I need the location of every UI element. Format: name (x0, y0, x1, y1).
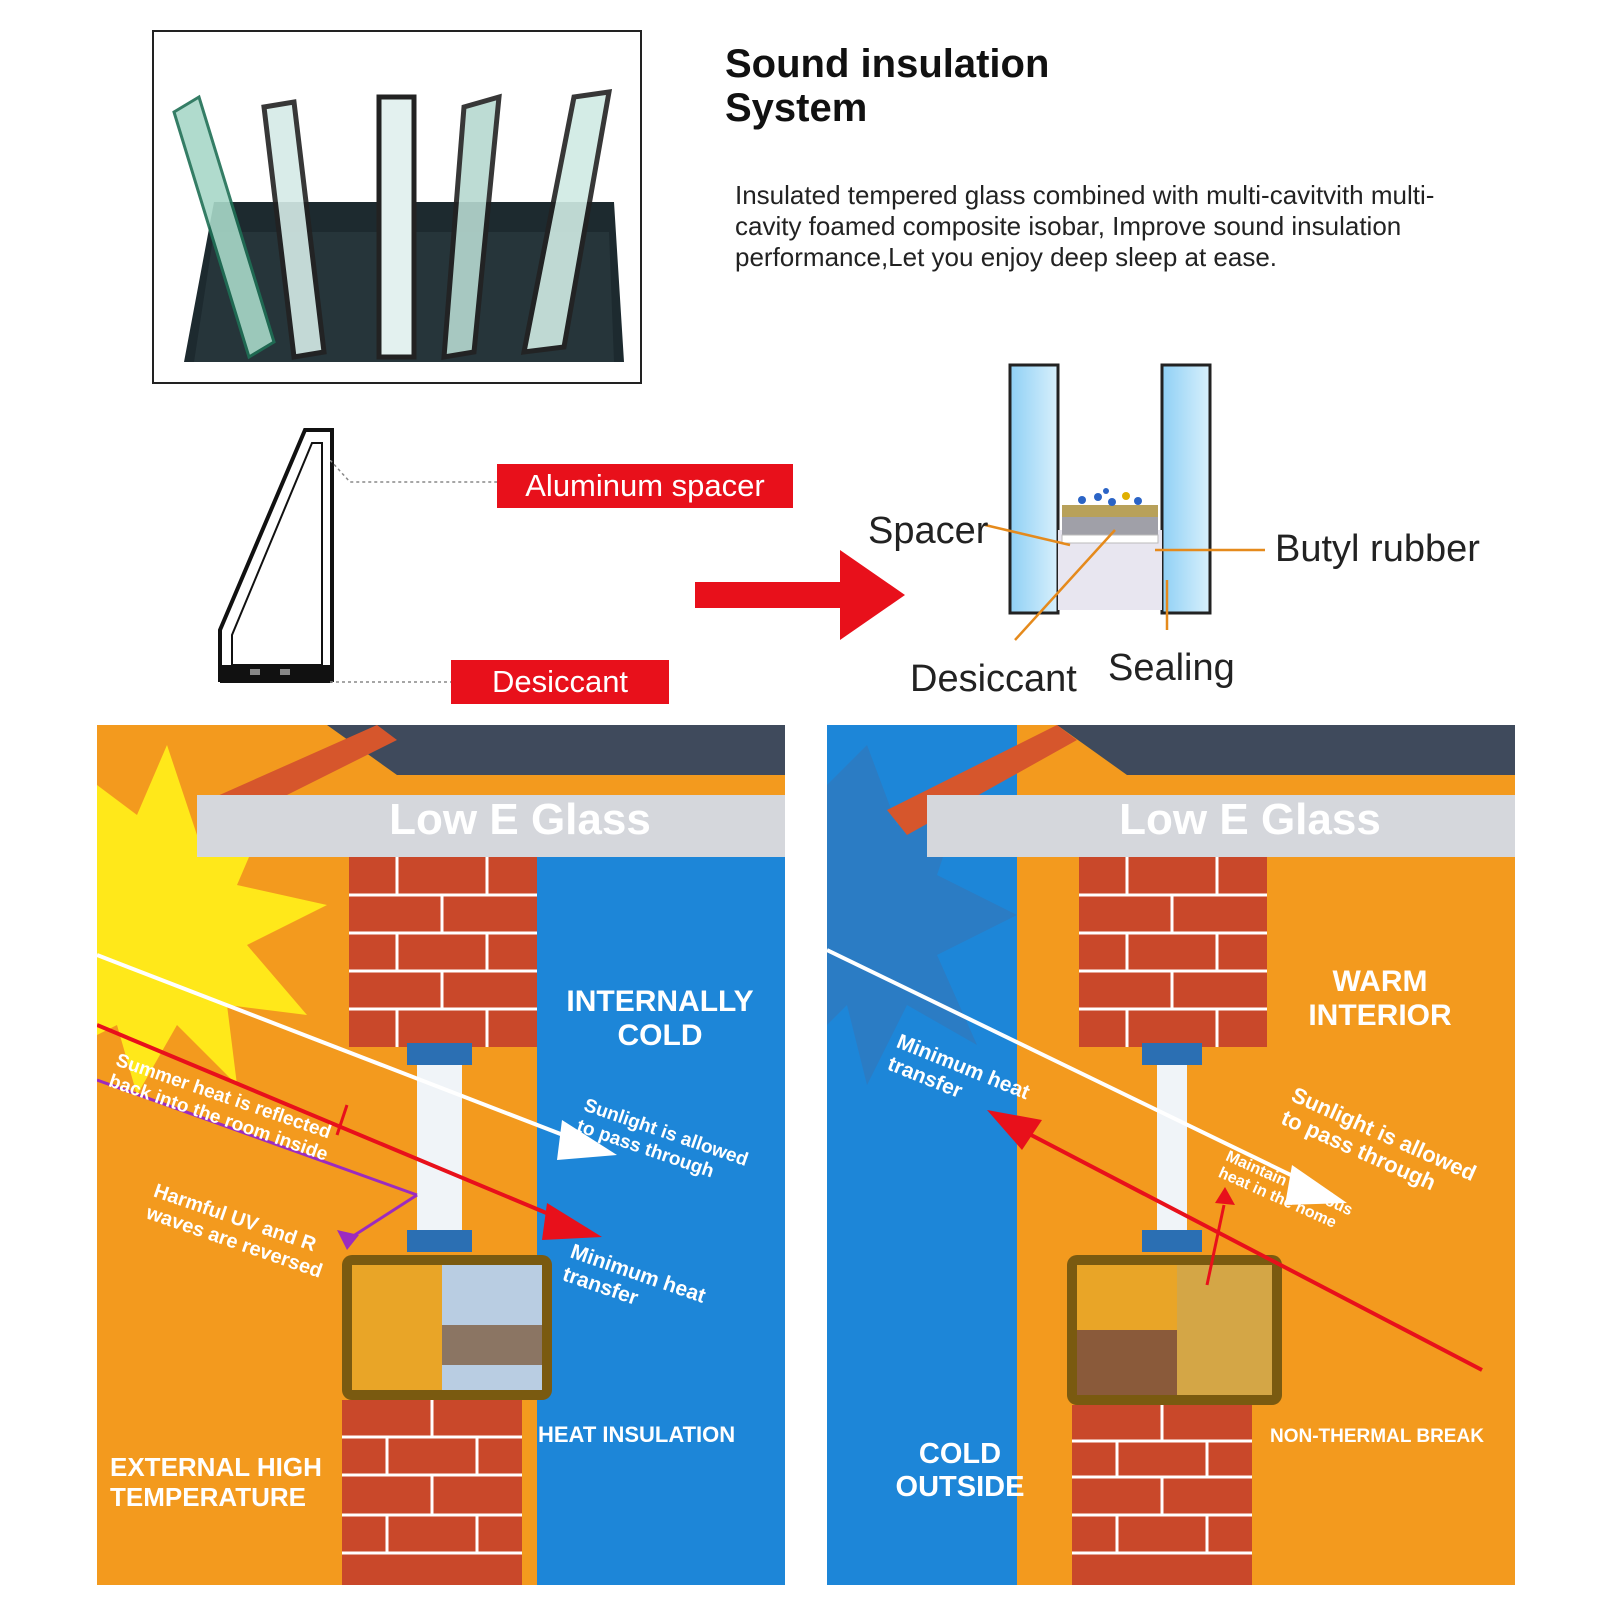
leader-lines (330, 460, 500, 683)
internally-cold-line2: COLD (617, 1019, 703, 1052)
cold-line1: COLD (918, 1438, 1002, 1470)
internally-cold-line1: INTERNALLY (566, 985, 754, 1018)
title-line-2: System (725, 86, 868, 130)
glass-profile-drawing (210, 425, 350, 705)
desiccant-tag: Desiccant (451, 660, 669, 704)
cold-star-icon (827, 745, 1017, 1085)
warm-line1: WARM (1332, 965, 1428, 998)
warm-interior-label: WARM INTERIOR (1280, 965, 1480, 1033)
butyl-rubber-label: Butyl rubber (1275, 528, 1480, 570)
spacer-label: Spacer (868, 510, 989, 552)
glass-cross-section (1008, 363, 1212, 615)
external-line2: TEMPERATURE (110, 1482, 306, 1512)
internally-cold-label: INTERNALLY COLD (555, 985, 765, 1053)
warm-line2: INTERIOR (1308, 999, 1452, 1032)
summer-heat-panel (97, 725, 785, 1585)
right-panel-title: Low E Glass (1119, 795, 1381, 844)
cross-section-leaders (984, 523, 1265, 641)
title-line-1: Sound insulation (725, 42, 1050, 86)
winter-warm-panel (827, 725, 1515, 1585)
cold-line2: OUTSIDE (895, 1471, 1025, 1503)
external-high-temperature-label: EXTERNAL HIGH TEMPERATURE (110, 1452, 322, 1512)
aluminum-spacer-tag: Aluminum spacer (497, 464, 793, 508)
description-text: Insulated tempered glass combined with m… (735, 180, 1435, 272)
sealing-label: Sealing (1108, 647, 1235, 689)
desiccant-label: Desiccant (910, 658, 1077, 700)
heat-insulation-label: HEAT INSULATION (538, 1422, 736, 1447)
non-thermal-break-label: NON-THERMAL BREAK (1270, 1426, 1484, 1447)
cold-outside-label: COLD OUTSIDE (880, 1438, 1040, 1504)
sun-icon (97, 745, 327, 1095)
left-panel-title: Low E Glass (389, 795, 651, 844)
page-title: Sound insulation System (725, 42, 1049, 130)
right-arrow-icon (695, 550, 905, 640)
external-line1: EXTERNAL HIGH (110, 1452, 322, 1482)
glass-panes-photo (152, 30, 642, 384)
